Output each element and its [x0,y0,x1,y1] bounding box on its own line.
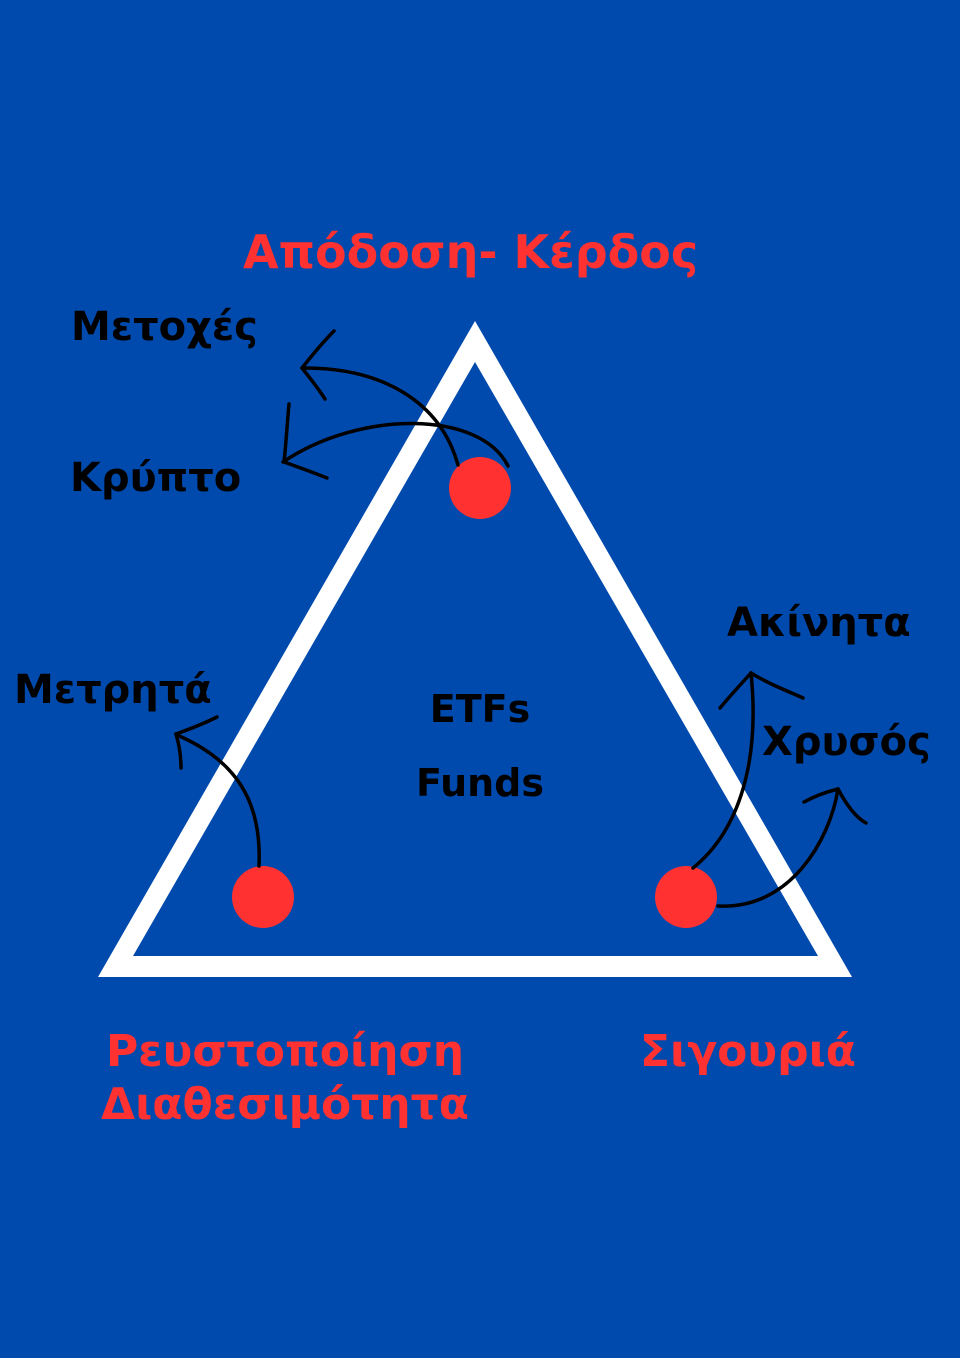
label-cash: Μετρητά [14,667,212,713]
arrowhead-crypto [282,402,329,480]
heading-liquidity: Ρευστοποίηση Διαθεσιμότητα [85,1026,485,1132]
arrowhead-stocks [299,329,336,401]
center-line-funds: Funds [416,761,544,806]
diagram-title: Απόδοση- Κέρδος [243,225,699,279]
arrow-to-gold [716,787,840,908]
heading-liquidity-line1: Ρευστοποίηση [105,1026,465,1077]
dot-top [449,457,511,519]
center-line-etfs: ETFs [429,687,531,731]
label-real-estate: Ακίνητα [727,600,911,646]
arrowhead-gold [802,786,868,825]
dot-bottom-right [655,866,717,928]
triangle-frame [98,321,852,977]
heading-liquidity-line2: Διαθεσιμότητα [101,1078,469,1130]
label-stocks: Μετοχές [71,304,258,350]
arrow-to-real-estate [691,671,755,870]
arrowhead-real-estate [718,670,805,710]
arrow-to-cash [175,733,261,868]
label-gold: Χρυσός [762,719,931,765]
label-crypto: Κρύπτο [70,455,242,501]
arrow-to-crypto [281,421,510,468]
heading-safety: Σιγουριά [640,1026,856,1077]
arrow-to-stocks [303,366,460,467]
center-label: ETFs Funds [380,672,580,820]
dot-bottom-left [232,866,294,928]
arrowhead-cash [173,715,219,770]
